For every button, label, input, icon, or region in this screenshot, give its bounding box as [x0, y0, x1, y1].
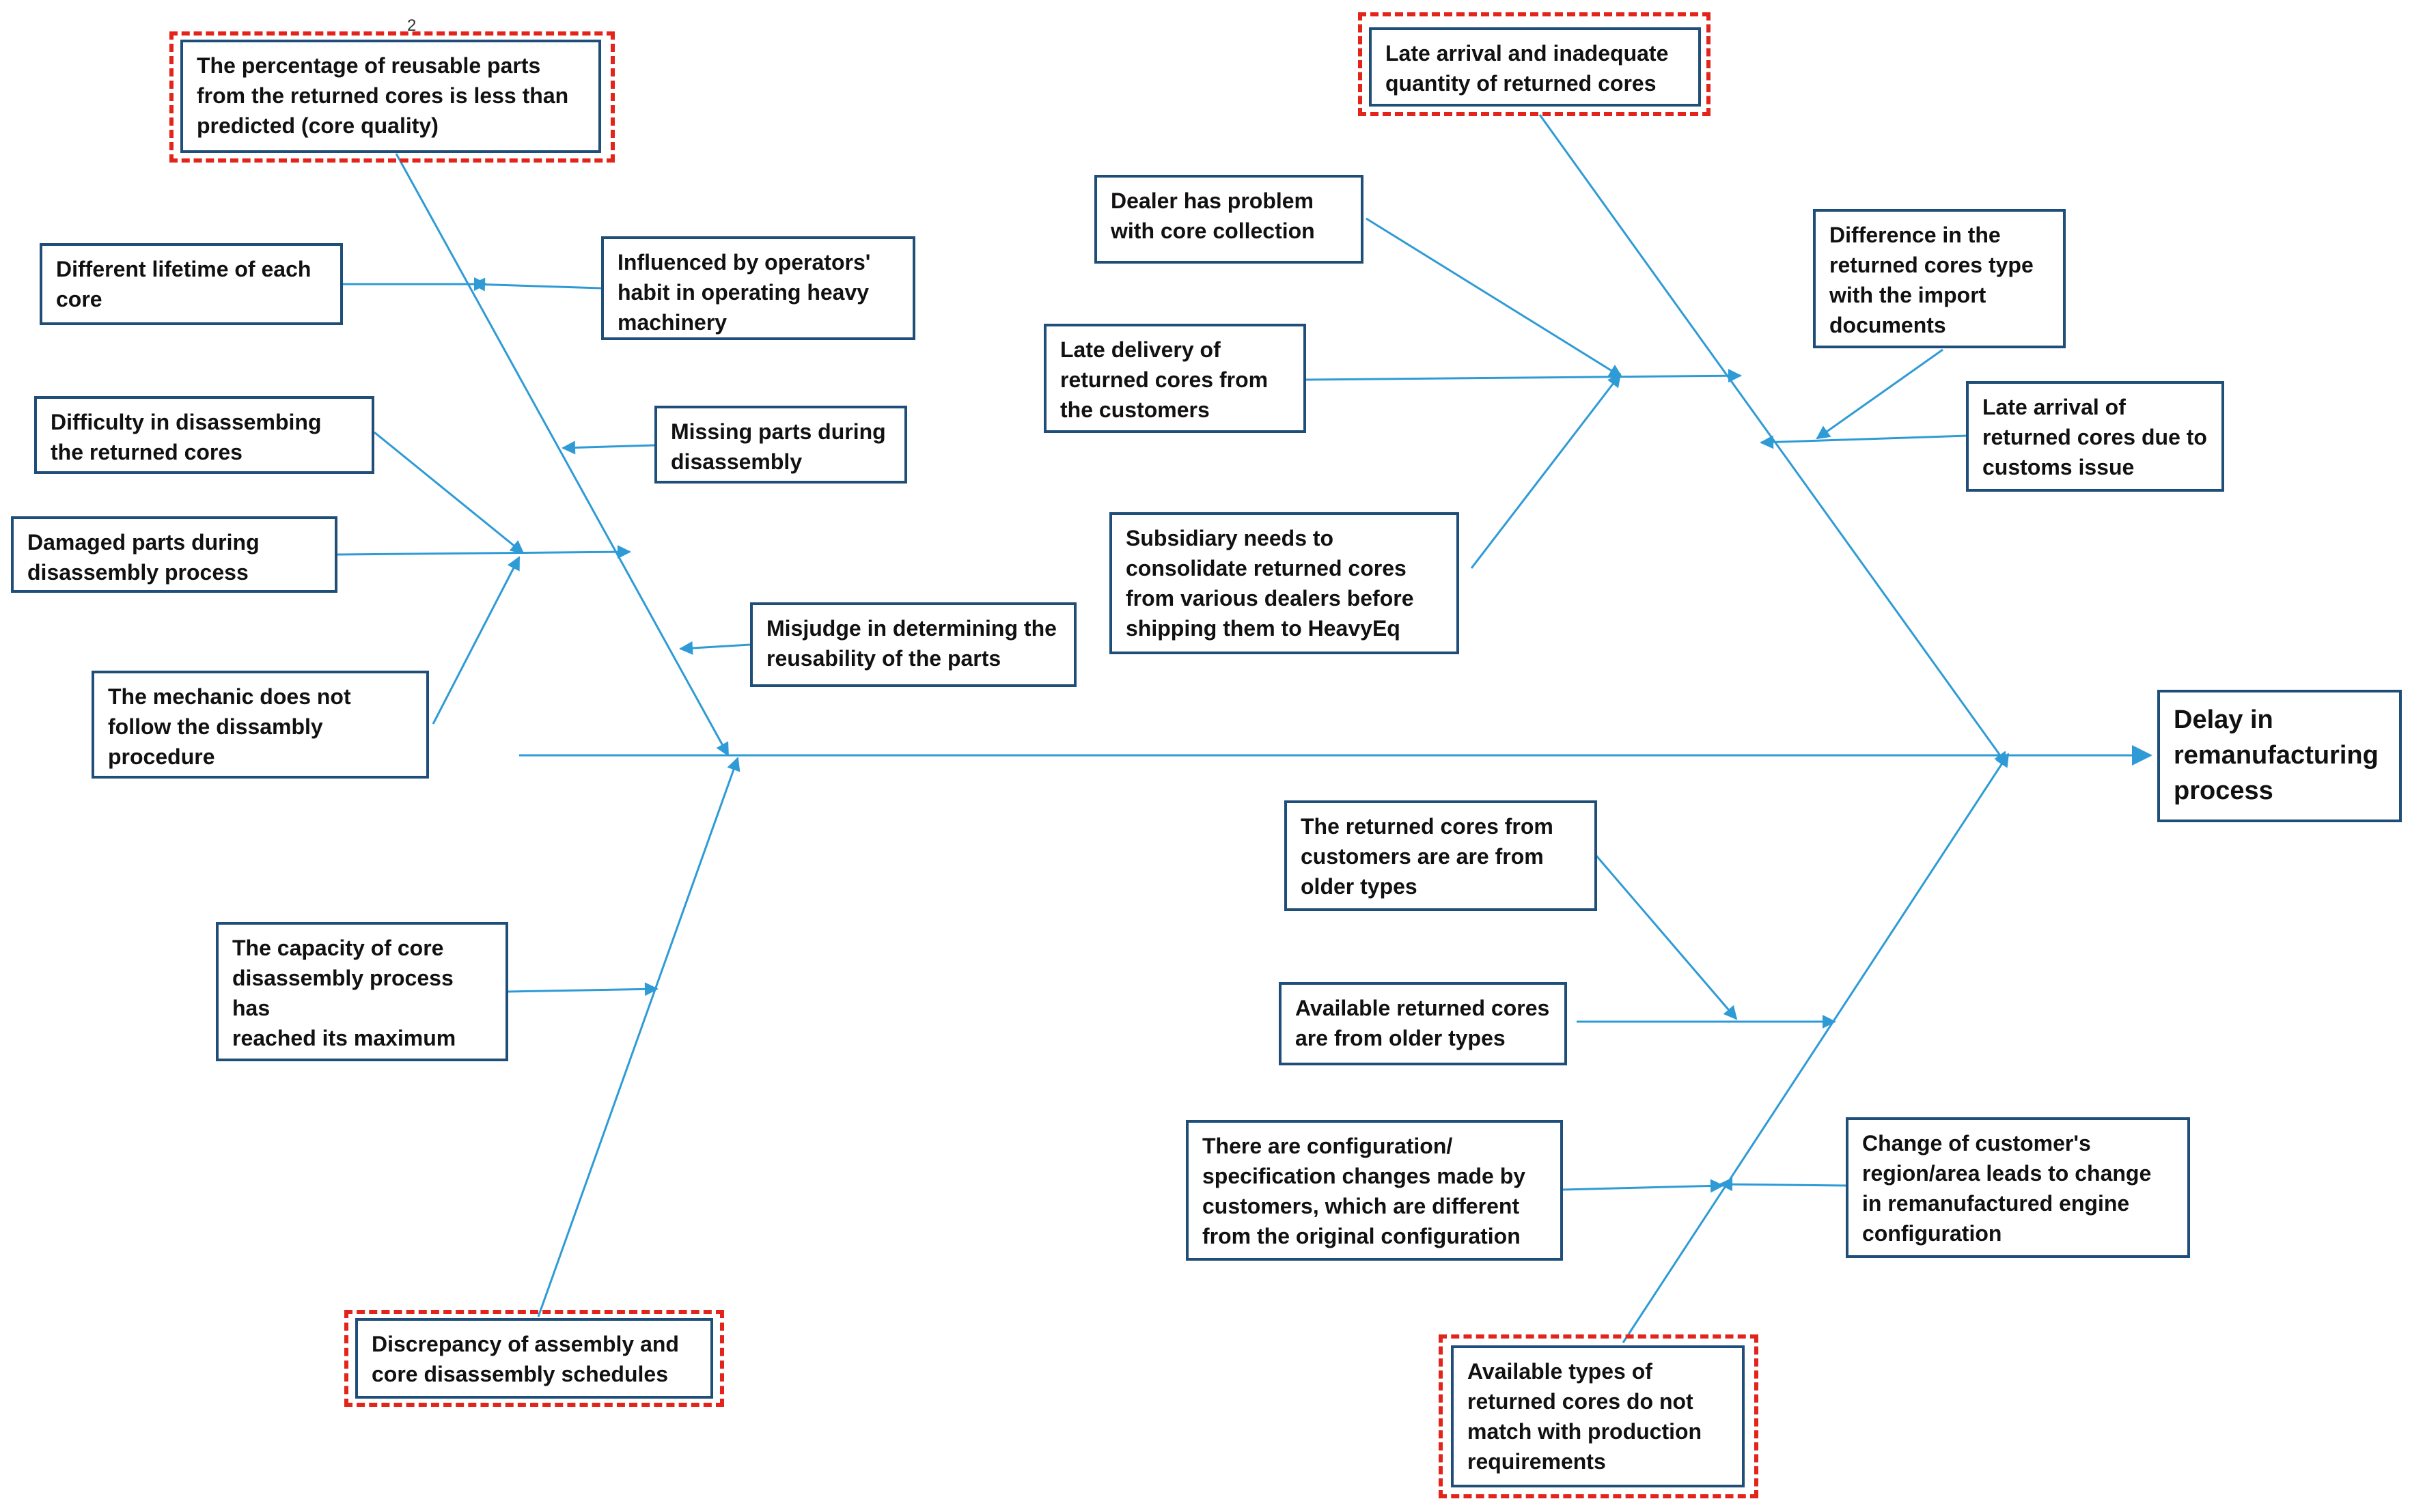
cause-lifetime: Different lifetime of each core: [40, 243, 343, 325]
bone-misjudge: [679, 641, 751, 655]
bone-dealer: [1366, 217, 1623, 378]
cause-dealer-collection: Dealer has problem with core collection: [1094, 175, 1363, 264]
cause-customs-issue: Late arrival of returned cores due to cu…: [1966, 381, 2224, 492]
cause-subsidiary-consolidate: Subsidiary needs to consolidate returned…: [1109, 512, 1459, 654]
cause-core-type-difference: Difference in the returned cores type wi…: [1813, 209, 2066, 348]
cause-core-quality: The percentage of reusable parts from th…: [180, 40, 601, 153]
cause-missing-parts: Missing parts during disassembly: [654, 406, 907, 484]
page-marker: 2: [407, 16, 417, 35]
bone-older-customers: [1594, 854, 1738, 1020]
bone-missing-parts: [562, 440, 655, 455]
cause-region-change: Change of customer's region/area leads t…: [1846, 1117, 2190, 1258]
bone-config-changes: [1562, 1179, 1724, 1193]
bone-late-delivery: [1305, 369, 1742, 383]
cause-available-older: Available returned cores are from older …: [1279, 982, 1567, 1065]
highlight-late-arrival: [1358, 12, 1710, 116]
bone-subsidiary: [1470, 373, 1622, 569]
cause-capacity-limit: The capacity of core disassembly process…: [216, 922, 508, 1061]
cause-late-arrival-quantity: Late arrival and inadequate quantity of …: [1369, 27, 1701, 107]
cause-damaged-parts: Damaged parts during disassembly process: [11, 516, 337, 593]
cause-config-changes: There are configuration/ specification c…: [1186, 1120, 1563, 1261]
bone-region-change: [1719, 1177, 1846, 1192]
bone-schedule: [537, 757, 740, 1317]
highlight-schedule: [344, 1310, 724, 1407]
cause-late-delivery: Late delivery of returned cores from the…: [1044, 324, 1306, 433]
cause-schedule-discrepancy: Discrepancy of assembly and core disasse…: [355, 1318, 713, 1399]
cause-mechanic-procedure: The mechanic does not follow the dissamb…: [92, 671, 429, 779]
bone-operators-habit: [471, 277, 602, 292]
bone-capacity: [508, 982, 659, 996]
bone-difficulty: [374, 431, 525, 555]
bone-mechanic: [432, 556, 521, 725]
highlight-core-quality: [169, 31, 615, 163]
cause-difficulty-disassembling: Difficulty in disassembing the returned …: [34, 396, 374, 474]
bone-customs: [1760, 434, 1968, 449]
cause-types-mismatch: Available types of returned cores do not…: [1451, 1345, 1745, 1487]
bone-core-type: [1816, 348, 1943, 440]
cause-misjudge: Misjudge in determining the reusability …: [750, 602, 1077, 687]
effect-box: Delay in remanufacturing process: [2157, 690, 2402, 822]
cause-operators-habit: Influenced by operators' habit in operat…: [601, 236, 915, 340]
cause-older-types-customers: The returned cores from customers are ar…: [1284, 800, 1597, 911]
bone-core-quality: [395, 153, 730, 757]
highlight-types-mismatch: [1439, 1334, 1758, 1498]
bone-damaged-parts: [337, 545, 631, 559]
bone-types-mismatch: [1622, 753, 2010, 1343]
